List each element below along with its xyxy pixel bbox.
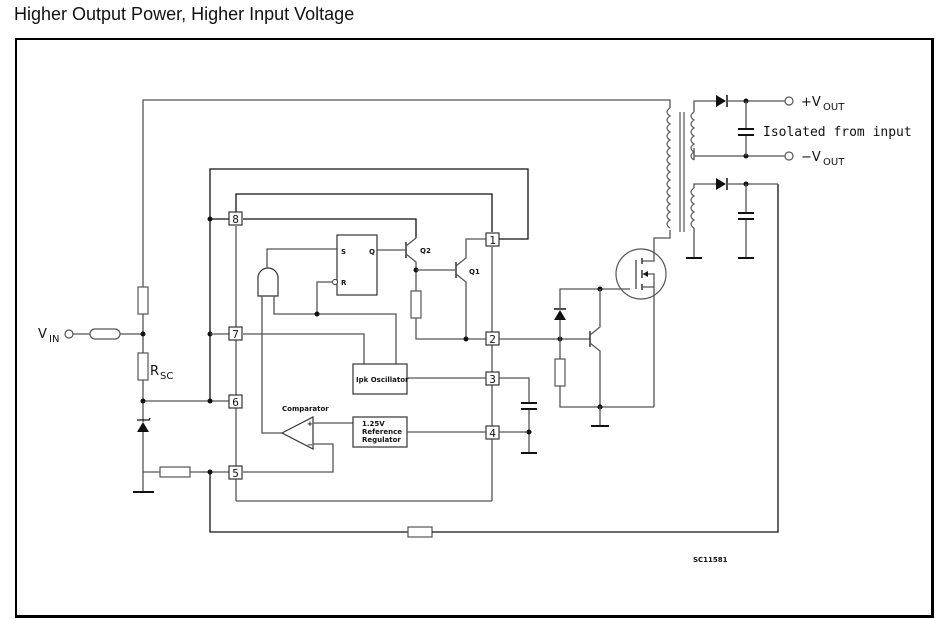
- pin-3: 3: [485, 371, 500, 386]
- comparator: [243, 416, 353, 473]
- gate-driver: [499, 286, 654, 427]
- svg-text:5: 5: [232, 467, 239, 480]
- pin-4: 4: [485, 425, 500, 440]
- pin-8: 8: [228, 211, 243, 226]
- resistor-feedback: [407, 526, 433, 538]
- svg-text:3: 3: [489, 373, 496, 386]
- vin-sub: IN: [49, 334, 59, 345]
- vin-terminal: [64, 329, 74, 339]
- svg-text:2: 2: [489, 333, 496, 346]
- oscillator-label: Ipk Oscillator: [356, 376, 409, 384]
- q2-label: Q2: [420, 247, 431, 255]
- wire-loop-top: [235, 193, 493, 232]
- page-title: Higher Output Power, Higher Input Voltag…: [14, 4, 355, 24]
- vout-neg-sub: OUT: [823, 157, 845, 168]
- wire-pin8: [210, 218, 417, 238]
- svg-text:8: 8: [232, 213, 239, 226]
- pin-6: 6: [228, 394, 243, 409]
- wire-pin7: [243, 333, 365, 364]
- resistor-driver: [554, 358, 566, 387]
- resistor-sense: [159, 466, 191, 478]
- reference-line-1: 1.25V: [362, 420, 385, 428]
- wire-loop-pin1: [209, 168, 529, 401]
- vin-label: V: [38, 327, 47, 342]
- mosfet: [615, 230, 671, 407]
- comparator-plus: +: [307, 420, 313, 428]
- q1-label: Q1: [469, 268, 480, 276]
- pin-2: 2: [485, 331, 500, 346]
- reference-line-2: Reference: [362, 428, 402, 436]
- reference-block: [352, 416, 486, 448]
- resistor-q2: [410, 290, 422, 319]
- diode-aux: [716, 178, 726, 190]
- timing-capacitor: [499, 377, 537, 454]
- svg-text:4: 4: [489, 427, 496, 440]
- vout-pos-sub: OUT: [823, 102, 845, 113]
- resistor-top: [137, 286, 149, 315]
- vout-neg-terminal: [784, 151, 794, 161]
- wire-feedback-bottom: [209, 184, 779, 538]
- rsc-sub: SC: [160, 371, 173, 382]
- isolated-output: [693, 95, 794, 161]
- pin-1: 1: [485, 232, 500, 247]
- ff-q: Q: [369, 248, 375, 256]
- comparator-label: Comparator: [282, 405, 329, 413]
- fuse: [89, 328, 121, 340]
- comparator-minus: −: [307, 441, 313, 449]
- vout-pos-terminal: [784, 96, 794, 106]
- input-network: [64, 216, 229, 493]
- svg-text:7: 7: [232, 328, 239, 341]
- diode-driver: [554, 310, 566, 320]
- pin-7: 7: [228, 326, 243, 341]
- zener-diode: [137, 422, 149, 432]
- transistor-q1: [410, 238, 486, 342]
- svg-text:6: 6: [232, 396, 239, 409]
- oscillator-block: [352, 363, 486, 395]
- ff-set: S: [341, 248, 346, 256]
- diode-output-iso: [716, 95, 726, 107]
- reference-line-3: Regulator: [362, 436, 401, 444]
- aux-output: [686, 178, 778, 259]
- transistor-q2: [377, 237, 419, 300]
- pin-5: 5: [228, 465, 243, 480]
- vout-pos-label: +V: [801, 95, 821, 110]
- isolation-note: Isolated from input: [763, 125, 912, 140]
- and-gate: [257, 248, 397, 434]
- flip-flop: [314, 234, 378, 317]
- part-code: SC11581: [693, 556, 728, 564]
- vout-neg-label: −V: [801, 150, 821, 165]
- ff-reset: R: [341, 279, 347, 287]
- svg-text:1: 1: [489, 234, 496, 247]
- rsc-label: R: [150, 364, 159, 379]
- wire-primary-feed: [142, 99, 671, 287]
- resistor-rsc: [137, 352, 149, 381]
- diagram-frame: [15, 38, 934, 618]
- transformer: [666, 107, 696, 232]
